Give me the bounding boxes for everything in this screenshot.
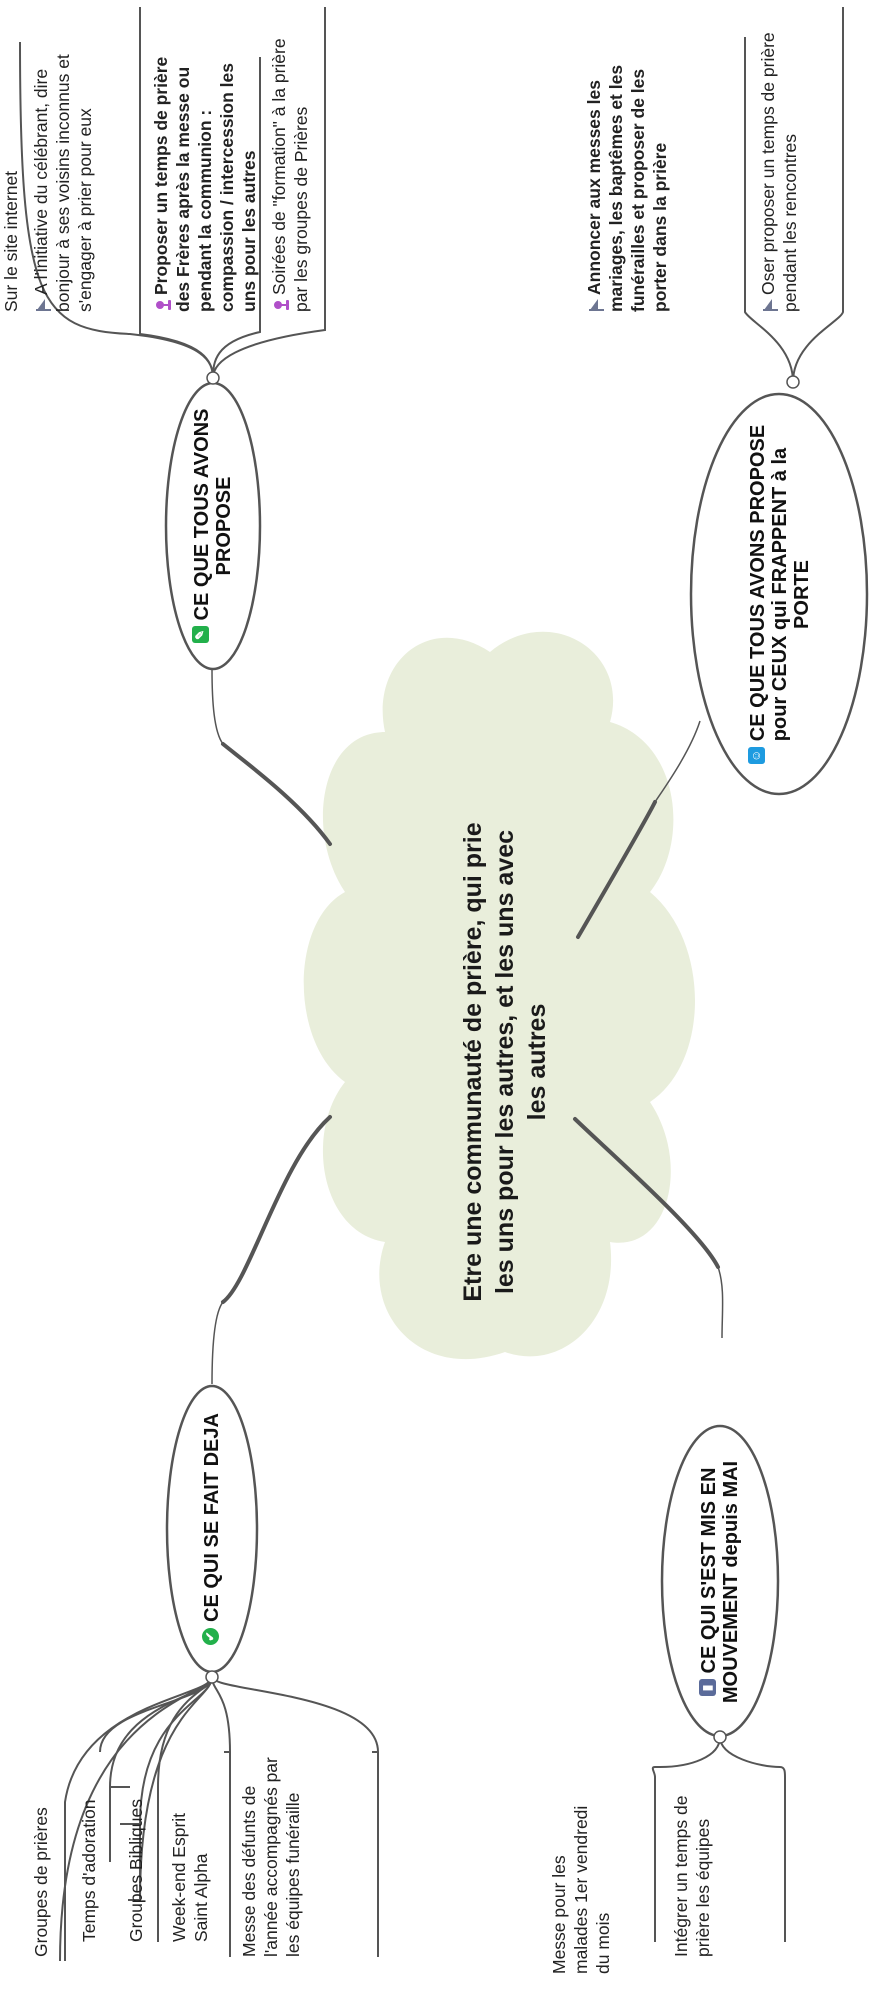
topic-label-propose: CE QUE TOUS AVONS PROPOSE <box>191 408 235 621</box>
bar-chart-icon: ▮ <box>699 1679 717 1697</box>
people-icon: ☺ <box>748 747 766 765</box>
link-central-fait-thin <box>211 1301 224 1385</box>
leaf-annoncer-aux-messes[interactable]: Annoncer aux messes les mariages, les ba… <box>584 64 670 312</box>
pencil-icon: ✎ <box>192 626 210 644</box>
central-topic-label: Etre une communauté de prière, qui prie … <box>459 822 551 1302</box>
link-central-frappent <box>576 800 657 939</box>
link-central-propose-thin <box>211 668 224 745</box>
leaf-temps-d-adoration[interactable]: Temps d'adoration <box>79 1799 99 1942</box>
central-cloud-shape <box>303 631 695 1360</box>
link-central-frappent-thin <box>654 720 701 803</box>
topic-label-mouvement: CE QUI S'EST MIS EN MOUVEMENT depuis MAI <box>698 1460 742 1704</box>
check-circle-icon: ✔ <box>202 1627 220 1645</box>
leaf-links-fait <box>59 1676 380 1962</box>
leaf-sur-le-site-internet[interactable]: Sur le site internet <box>1 170 21 312</box>
topic-label-frappent: CE QUE TOUS AVONS PROPOSE pour CEUX qui … <box>747 424 813 742</box>
leaf-soirees-de-formation[interactable]: Soirées de "formation" à la prière par l… <box>269 38 311 312</box>
pin-icon <box>154 298 172 312</box>
flag-icon <box>587 298 605 312</box>
leaf-links-frappent <box>744 7 844 383</box>
topic-ellipse-frappent[interactable] <box>689 392 869 796</box>
link-central-fait <box>221 1115 332 1304</box>
flag-icon <box>34 298 52 312</box>
leaf-messe-des-defunts[interactable]: Messe des défunts de l'année accompagnés… <box>239 1757 303 1957</box>
collapse-toggle-frappent[interactable] <box>786 375 800 389</box>
leaf-oser-proposer-un-temps-de-priere[interactable]: Oser proposer un temps de prière pendant… <box>758 32 800 312</box>
collapse-toggle-mouvement[interactable] <box>713 1730 727 1744</box>
topic-ce-que-tous-avons-propose[interactable]: ✎ CE QUE TOUS AVONS PROPOSE <box>170 395 256 657</box>
topic-ce-que-tous-avons-propose-pour-ceux-qui-frappent[interactable]: ☺ CE QUE TOUS AVONS PROPOSE pour CEUX qui… <box>700 422 860 767</box>
leaf-initiative-du-celebrant[interactable]: A l'initiative du célébrant, dire bonjou… <box>31 54 95 312</box>
collapse-toggle-propose[interactable] <box>206 371 220 385</box>
pin-icon <box>272 298 290 312</box>
leaf-week-end-esprit-saint-alpha[interactable]: Week-end Esprit Saint Alpha <box>169 1812 211 1942</box>
topic-ce-qui-s-est-mis-en-mouvement[interactable]: ▮CE QUI S'EST MIS EN MOUVEMENT depuis MA… <box>670 1447 770 1717</box>
central-topic[interactable]: Etre une communauté de prière, qui prie … <box>430 822 580 1302</box>
collapse-toggle-fait[interactable] <box>205 1670 219 1684</box>
leaf-groupes-bibliques[interactable]: Groupes Bibliques <box>126 1799 146 1942</box>
link-central-mouvement-thin <box>717 1266 724 1339</box>
leaf-messe-pour-les-malades[interactable]: Messe pour les malades 1er vendredi du m… <box>549 1805 613 1974</box>
leaf-groupes-de-prieres[interactable]: Groupes de prières <box>31 1807 51 1957</box>
leaf-links-mouvement <box>651 1736 786 1942</box>
topic-label-fait: CE QUI SE FAIT DEJA <box>201 1413 223 1622</box>
leaf-proposer-un-temps-de-priere-des-freres[interactable]: Proposer un temps de prière des Frères a… <box>151 56 259 312</box>
link-central-propose <box>221 742 332 846</box>
flag-icon <box>761 298 779 312</box>
topic-ce-qui-se-fait-deja[interactable]: ✔ CE QUI SE FAIT DEJA <box>172 1396 252 1662</box>
link-central-mouvement <box>573 1117 720 1269</box>
leaf-integrer-un-temps-de-priere[interactable]: Intégrer un temps de prière les équipes <box>671 1795 713 1957</box>
